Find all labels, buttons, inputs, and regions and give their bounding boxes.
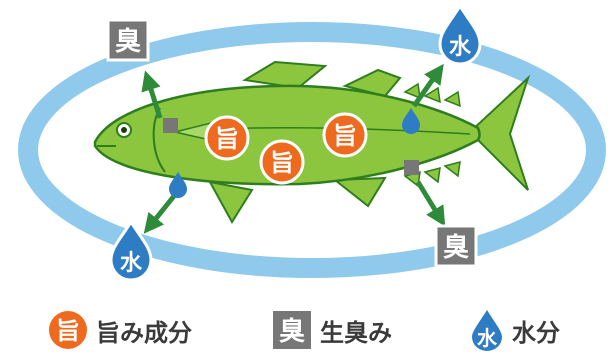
svg-text:水: 水 xyxy=(449,35,472,60)
umami-badge: 旨 xyxy=(204,115,250,161)
legend: 旨 旨み成分 臭 生臭み 水 水分 xyxy=(0,300,608,358)
legend-item-water: 水 水分 xyxy=(470,310,560,351)
legend-item-odor: 臭 生臭み xyxy=(272,310,392,350)
legend-item-umami: 旨 旨み成分 xyxy=(48,310,192,350)
legend-label-water: 水分 xyxy=(512,318,560,347)
svg-text:臭: 臭 xyxy=(115,27,141,57)
water-drop-small xyxy=(402,108,420,134)
svg-text:旨: 旨 xyxy=(270,149,294,177)
umami-badge: 旨 xyxy=(259,139,305,185)
odor-badge-top-left: 臭 xyxy=(106,18,150,62)
svg-text:臭: 臭 xyxy=(443,233,469,263)
odor-marker xyxy=(163,118,178,133)
svg-text:水: 水 xyxy=(477,326,498,350)
legend-label-umami: 旨み成分 xyxy=(96,318,192,347)
water-icon: 水 xyxy=(472,310,502,351)
water-arrow-bottom-left xyxy=(143,194,176,234)
svg-text:旨: 旨 xyxy=(215,125,239,153)
fish xyxy=(93,60,531,224)
water-drop-small xyxy=(169,172,187,198)
umami-badge: 旨 xyxy=(322,112,368,158)
odor-arrow-top-left xyxy=(141,70,163,119)
water-badge-top-right: 水 xyxy=(438,3,482,66)
odor-badge-bottom-right: 臭 xyxy=(434,224,478,268)
odor-marker xyxy=(404,160,419,175)
svg-text:旨: 旨 xyxy=(333,122,357,150)
water-badge-bottom-left: 水 xyxy=(109,219,153,282)
odor-arrow-bottom-right xyxy=(415,180,446,227)
svg-text:臭: 臭 xyxy=(279,317,305,347)
water-arrow-top-right xyxy=(411,63,444,108)
legend-label-odor: 生臭み xyxy=(320,318,392,347)
odor-icon: 臭 xyxy=(273,311,311,349)
svg-text:水: 水 xyxy=(120,251,143,276)
svg-text:旨: 旨 xyxy=(56,317,80,345)
circulation-ring xyxy=(18,22,606,278)
umami-icon: 旨 xyxy=(49,311,87,349)
